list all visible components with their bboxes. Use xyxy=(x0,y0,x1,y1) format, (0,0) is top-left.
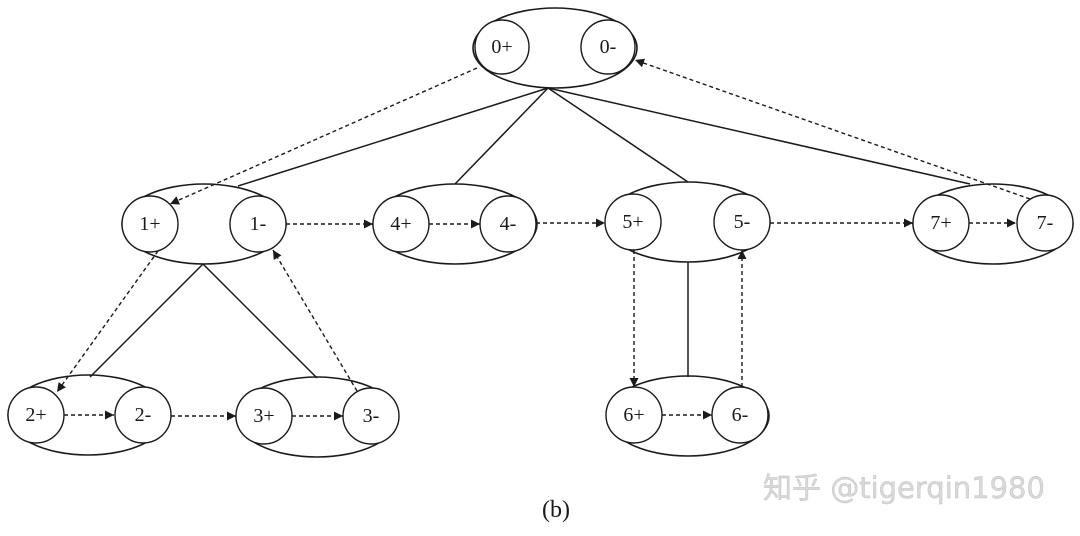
node-6-plus-circle xyxy=(605,386,663,444)
tree-node-6: 6+ 6- xyxy=(605,375,770,457)
node-0-minus-circle xyxy=(580,19,636,75)
traversal-edges xyxy=(56,58,1031,421)
tree-edge-1-3 xyxy=(202,263,318,379)
node-3-plus-label: 3+ xyxy=(253,405,274,427)
node-0-plus-label: 0+ xyxy=(491,36,512,58)
node-1-plus-circle xyxy=(121,195,179,253)
node-3-minus-circle xyxy=(342,387,400,445)
tree-edge-0-5 xyxy=(547,87,689,183)
node-6-minus-label: 6- xyxy=(732,404,749,426)
tree-node-1: 1+ 1- xyxy=(121,183,287,265)
node-4-plus-label: 4+ xyxy=(390,213,411,235)
node-2-minus-label: 2- xyxy=(135,404,152,426)
node-1-plus-label: 1+ xyxy=(139,213,160,235)
watermark: 知乎 @tigerqin1980 xyxy=(763,471,1045,505)
tree-node-3: 3+ 3- xyxy=(235,376,400,458)
node-3-plus-circle xyxy=(235,387,293,445)
node-0-ellipse xyxy=(472,7,638,89)
node-3-minus-label: 3- xyxy=(363,405,380,427)
traversal-edge-7m-0m xyxy=(634,58,1031,200)
node-7-minus-circle xyxy=(1016,194,1074,252)
node-5-minus-circle xyxy=(713,193,771,251)
tree-edge-1-2 xyxy=(89,263,204,378)
node-1-minus-label: 1- xyxy=(250,213,267,235)
tree-edges xyxy=(89,87,971,379)
tree-node-2: 2+ 2- xyxy=(7,374,172,456)
tree-edge-0-4 xyxy=(454,87,549,185)
node-5-plus-label: 5+ xyxy=(622,211,643,233)
traversal-edge-1p-2p xyxy=(56,250,159,393)
figure-caption: (b) xyxy=(542,497,570,523)
node-6-plus-label: 6+ xyxy=(623,404,644,426)
node-2-plus-label: 2+ xyxy=(25,404,46,426)
node-6-minus-circle xyxy=(711,386,769,444)
node-7-plus-circle xyxy=(912,194,970,252)
node-7-plus-label: 7+ xyxy=(930,212,951,234)
node-2-plus-circle xyxy=(7,386,65,444)
tree-edge-0-1 xyxy=(237,87,549,187)
node-7-minus-label: 7- xyxy=(1037,212,1054,234)
node-0-minus-label: 0- xyxy=(600,36,617,58)
node-4-plus-circle xyxy=(372,195,430,253)
traversal-edge-3m-1m xyxy=(272,249,358,392)
node-0-plus-circle xyxy=(474,19,530,75)
node-2-minus-circle xyxy=(114,386,172,444)
tree-node-5: 5+ 5- xyxy=(604,181,771,263)
tree-edge-0-7 xyxy=(547,87,971,185)
node-5-plus-circle xyxy=(604,193,662,251)
node-4-minus-label: 4- xyxy=(500,213,517,235)
node-1-minus-circle xyxy=(229,195,287,253)
node-4-minus-circle xyxy=(479,195,537,253)
tree-node-4: 4+ 4- xyxy=(372,183,538,265)
node-5-minus-label: 5- xyxy=(734,211,751,233)
tree-node-0: 0+ 0- xyxy=(472,7,638,89)
tree-node-7: 7+ 7- xyxy=(912,183,1074,265)
